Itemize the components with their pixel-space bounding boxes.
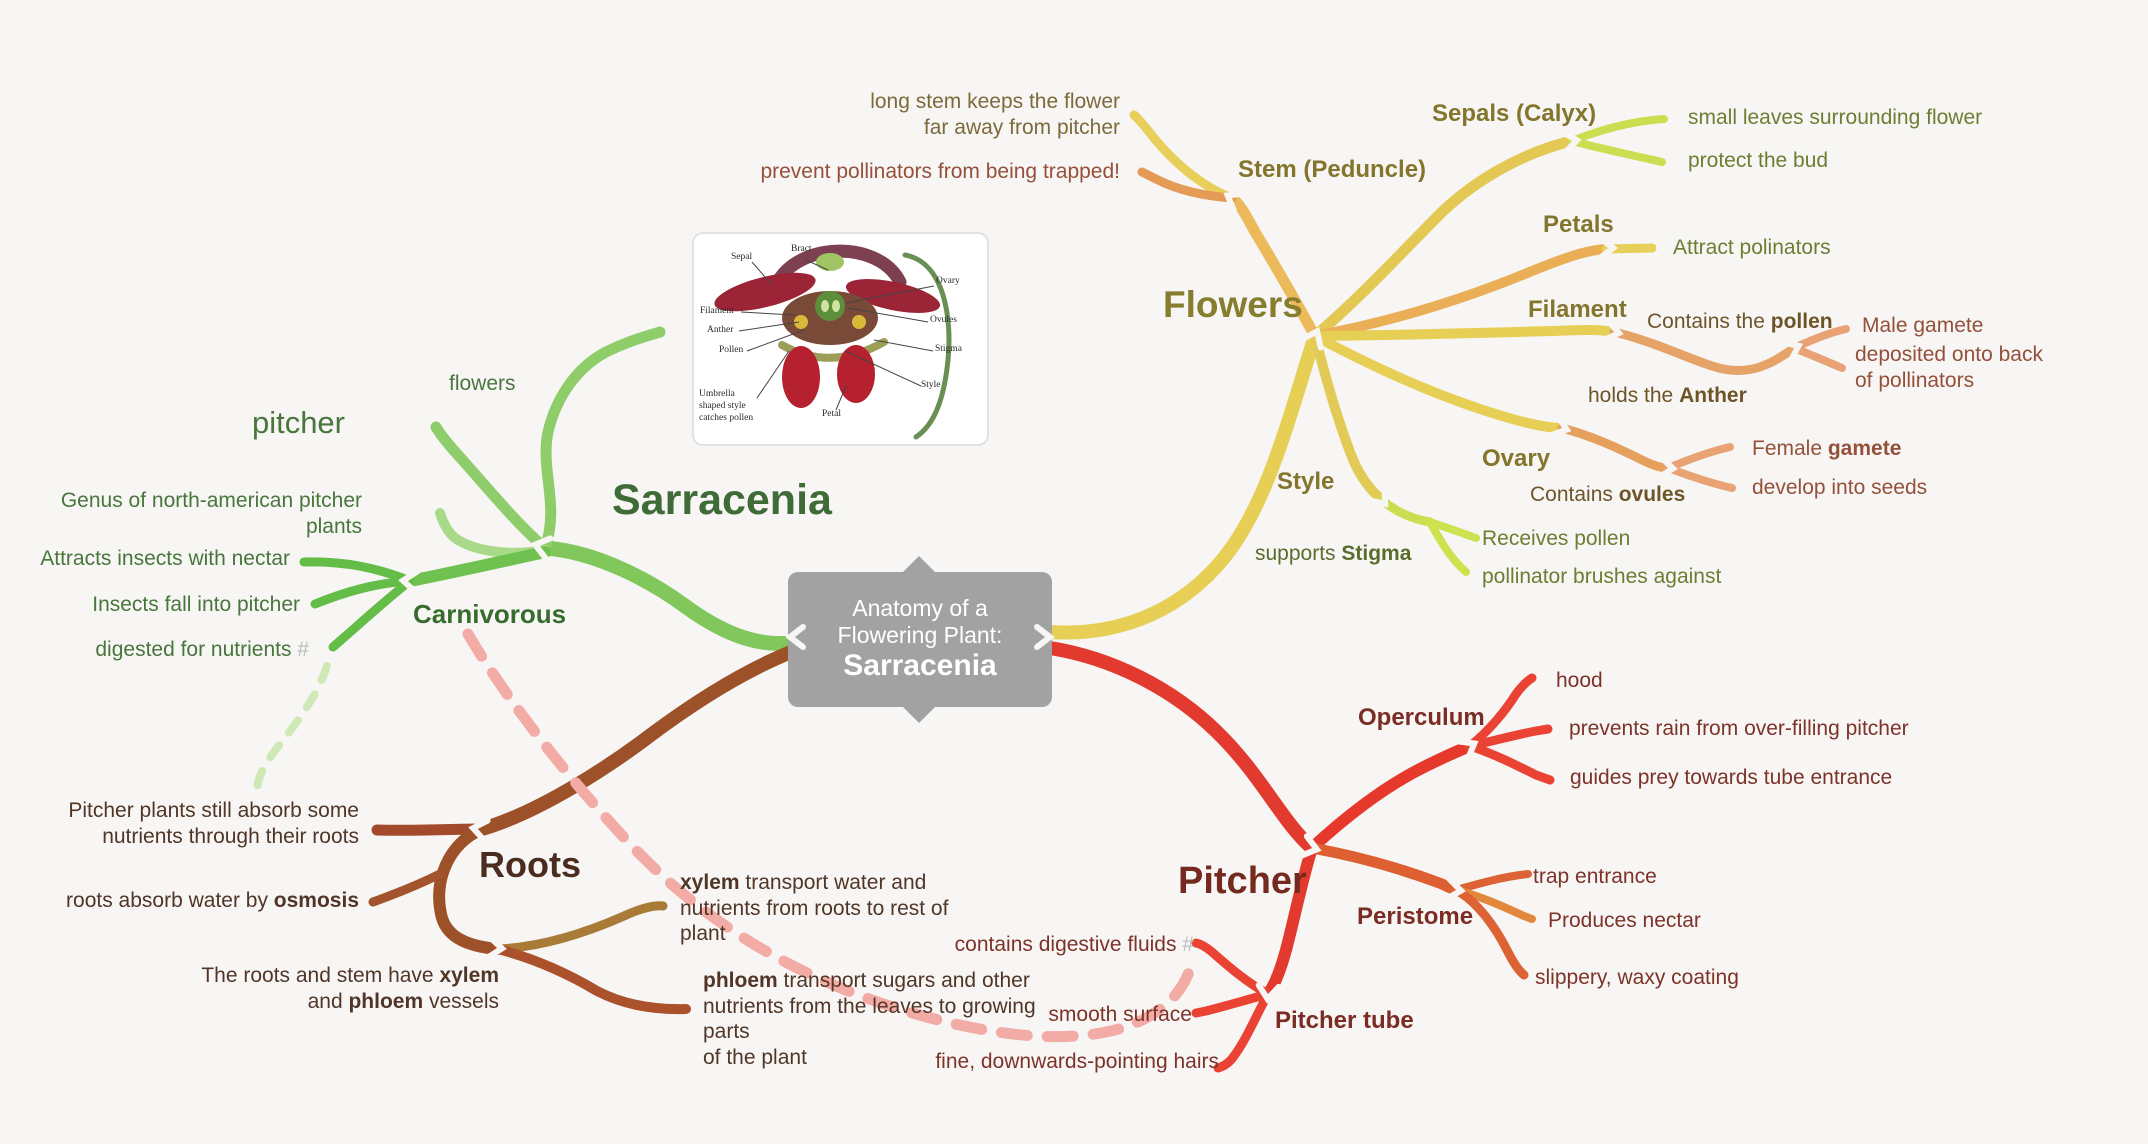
leaf-hood[interactable]: hood [1556,669,1603,692]
leaf-long-stem[interactable]: long stem keeps the flower far away from… [870,90,1120,139]
inset-label-bract: Bract [791,244,812,254]
subtopic-carnivorous[interactable]: Carnivorous [413,599,567,629]
leaf-pitcher[interactable]: pitcher [251,405,345,440]
leaf-holds-anther[interactable]: holds the Anther [1588,384,1747,407]
leaf-trap-entrance[interactable]: trap entrance [1533,865,1657,888]
dashed-link-nutrients [253,662,331,793]
inset-label-stigma: Stigma [935,344,962,354]
inset-label-petal: Petal [822,409,841,419]
branch-pitcher [1043,641,1555,1073]
leaf-protect-bud[interactable]: protect the bud [1688,149,1829,172]
topic-roots[interactable]: Roots [479,844,581,885]
leaf-flowers[interactable]: flowers [449,372,516,395]
inset-label-filament: Filament [700,306,734,316]
leaf-slippery-coating[interactable]: slippery, waxy coating [1535,966,1739,989]
leaf-phloem-transport[interactable]: phloem transport sugars and other nutrie… [703,969,1036,1069]
leaf-pollinator-brushes[interactable]: pollinator brushes against [1482,565,1722,588]
leaf-xylem-phloem-vessels[interactable]: The roots and stem have xylem and phloem… [201,964,499,1013]
leaf-small-leaves[interactable]: small leaves surrounding flower [1688,106,1983,129]
subtopic-style[interactable]: Style [1277,468,1335,495]
branch-flowers [1043,110,1850,640]
leaf-male-gamete[interactable]: Male gamete [1862,314,1984,337]
inset-leader-lines [738,259,935,411]
leaf-insects-fall[interactable]: Insects fall into pitcher [92,593,300,616]
leaf-prevent-pollinators[interactable]: prevent pollinators from being trapped! [760,160,1120,183]
topic-pitcher[interactable]: Pitcher [1178,860,1307,902]
leaf-produces-nectar[interactable]: Produces nectar [1548,909,1701,932]
subtopic-pitcher-tube[interactable]: Pitcher tube [1275,1007,1414,1034]
inset-label-sepal: Sepal [731,252,753,262]
leaf-downward-hairs[interactable]: fine, downwards-pointing hairs [935,1050,1219,1073]
center-title-line2: Flowering Plant: [837,621,1003,648]
leaf-guides-prey[interactable]: guides prey towards tube entrance [1570,766,1893,789]
leaf-deposited-back[interactable]: deposited onto back of pollinators [1855,343,2043,392]
subtopic-petals[interactable]: Petals [1543,211,1614,238]
flower-inset-image[interactable] [692,232,989,446]
center-title-line1: Anatomy of a [852,595,988,622]
center-title-line3: Sarracenia [843,648,997,682]
leaf-develop-seeds[interactable]: develop into seeds [1752,476,1928,499]
leaf-absorb-nutrients[interactable]: Pitcher plants still absorb some nutrien… [68,799,359,848]
leaf-osmosis[interactable]: roots absorb water by osmosis [66,889,359,912]
inset-label-umbrella: Umbrella shaped style catches pollen [699,389,754,423]
inset-label-pollen: Pollen [719,345,744,355]
center-node-shape [788,556,1052,723]
subtopic-filament[interactable]: Filament [1528,296,1627,323]
subtopic-sepals[interactable]: Sepals (Calyx) [1432,100,1597,127]
inset-label-ovules: Ovules [930,315,957,325]
leaf-genus[interactable]: Genus of north-american pitcher plants [60,489,362,538]
branch-sarracenia [253,326,808,793]
subtopic-operculum[interactable]: Operculum [1358,704,1485,731]
leaf-xylem-transport[interactable]: xylem transport water and nutrients from… [680,871,949,946]
leaf-supports-stigma[interactable]: supports Stigma [1255,542,1412,565]
dashed-link-carnivorous [462,628,1198,1043]
subtopic-peristome[interactable]: Peristome [1357,903,1474,930]
inset-label-ovary: Ovary [936,276,960,286]
leaf-female-gamete[interactable]: Female gamete [1752,437,1902,460]
inset-label-style: Style [921,380,941,390]
topic-flowers[interactable]: Flowers [1163,284,1303,325]
leaf-digested-nutrients[interactable]: digested for nutrients # [95,638,309,661]
subtopic-stem-peduncle[interactable]: Stem (Peduncle) [1238,156,1427,183]
inset-label-anther: Anther [707,325,734,335]
leaf-contains-ovules[interactable]: Contains ovules [1530,483,1686,506]
subtopic-ovary[interactable]: Ovary [1482,445,1551,472]
leaf-attract-polinators[interactable]: Attract polinators [1673,236,1831,259]
leaf-contains-pollen[interactable]: Contains the pollen [1647,310,1833,333]
leaf-attracts-insects[interactable]: Attracts insects with nectar [40,547,290,570]
topic-sarracenia[interactable]: Sarracenia [612,476,832,524]
leaf-prevents-rain[interactable]: prevents rain from over-filling pitcher [1569,717,1909,740]
leaf-smooth-surface[interactable]: smooth surface [1048,1003,1192,1026]
center-node[interactable]: Anatomy of a Flowering Plant: Sarracenia [788,572,1052,707]
leaf-receives-pollen[interactable]: Receives pollen [1482,527,1631,550]
leaf-digestive-fluids[interactable]: contains digestive fluids # [954,933,1194,956]
